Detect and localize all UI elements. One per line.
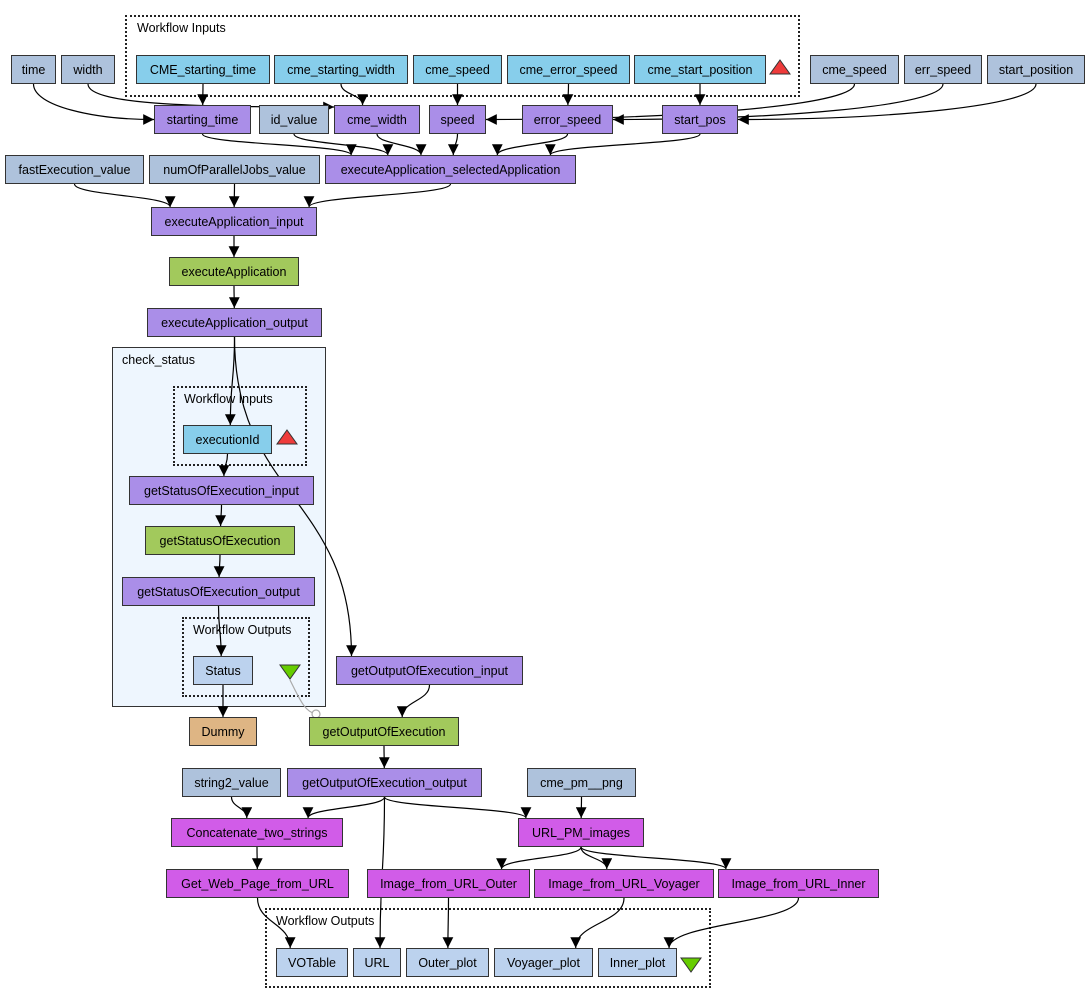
output-triangle-icon (279, 664, 301, 680)
node-get-output-of-execution[interactable]: getOutputOfExecution (309, 717, 459, 746)
node-speed[interactable]: speed (429, 105, 486, 134)
workflow-inputs-label: Workflow Inputs (137, 21, 226, 35)
node-cme-width[interactable]: cme_width (334, 105, 420, 134)
workflow-outputs-label: Workflow Outputs (276, 914, 375, 928)
edge-executeApplication_selectedApplication-to-executeApplication_input (303, 183, 452, 208)
input-triangle-icon (276, 429, 298, 445)
node-start-position[interactable]: start_position (987, 55, 1085, 84)
node-get-web-page-from-url[interactable]: Get_Web_Page_from_URL (166, 869, 349, 898)
node-voyager-plot[interactable]: Voyager_plot (494, 948, 593, 977)
node-get-status-of-execution-output[interactable]: getStatusOfExecution_output (122, 577, 315, 606)
node-cme-speed-input[interactable]: cme_speed (413, 55, 502, 84)
node-error-speed[interactable]: error_speed (522, 105, 613, 134)
edge-getOutputOfExecution_output-to-URL_PM_images (383, 796, 532, 819)
edge-fastExecution_value-to-executeApplication_input (73, 183, 176, 208)
node-image-from-url-inner[interactable]: Image_from_URL_Inner (718, 869, 879, 898)
edge-getOutputOfExecution_output-to-Concatenate_two_strings (302, 796, 386, 819)
node-status[interactable]: Status (193, 656, 253, 685)
node-url-pm-images[interactable]: URL_PM_images (518, 818, 644, 847)
node-get-status-of-execution[interactable]: getStatusOfExecution (145, 526, 295, 555)
node-execute-application-selected-application[interactable]: executeApplication_selectedApplication (325, 155, 576, 184)
node-width[interactable]: width (61, 55, 115, 84)
node-cme-error-speed[interactable]: cme_error_speed (507, 55, 630, 84)
edge-getOutputOfExecution_input-to-getOutputOfExecution (396, 684, 431, 718)
node-start-pos[interactable]: start_pos (662, 105, 738, 134)
node-execute-application[interactable]: executeApplication (169, 257, 299, 286)
node-num-of-parallel-jobs-value[interactable]: numOfParallelJobs_value (149, 155, 320, 184)
check-inputs-label: Workflow Inputs (184, 392, 273, 406)
node-get-status-of-execution-input[interactable]: getStatusOfExecution_input (129, 476, 314, 505)
node-cme-starting-time[interactable]: CME_starting_time (136, 55, 270, 84)
node-cme-starting-width[interactable]: cme_starting_width (274, 55, 408, 84)
edge-URL_PM_images-to-Image_from_URL_Voyager (580, 846, 613, 870)
edge-start_pos-to-executeApplication_selectedApplication (545, 133, 701, 156)
edge-id_value-to-executeApplication_selectedApplication (293, 133, 394, 156)
node-time[interactable]: time (11, 55, 56, 84)
edge-error_speed-to-executeApplication_selectedApplication (491, 133, 569, 156)
edge-URL_PM_images-to-Image_from_URL_Inner (580, 846, 732, 870)
node-starting-time[interactable]: starting_time (154, 105, 251, 134)
output-triangle-icon (680, 957, 702, 973)
node-execute-application-output[interactable]: executeApplication_output (147, 308, 322, 337)
check-outputs-label: Workflow Outputs (193, 623, 292, 637)
node-err-speed[interactable]: err_speed (904, 55, 982, 84)
edge-speed-to-executeApplication_selectedApplication (447, 133, 459, 156)
node-execute-application-input[interactable]: executeApplication_input (151, 207, 317, 236)
input-triangle-icon (769, 59, 791, 75)
node-concatenate-two-strings[interactable]: Concatenate_two_strings (171, 818, 343, 847)
node-string2-value[interactable]: string2_value (182, 768, 281, 797)
node-cme-speed-constant[interactable]: cme_speed (810, 55, 899, 84)
node-get-output-of-execution-input[interactable]: getOutputOfExecution_input (336, 656, 523, 685)
node-fast-execution-value[interactable]: fastExecution_value (5, 155, 144, 184)
edge-starting_time-to-executeApplication_selectedApplication (201, 133, 357, 156)
check-status-label: check_status (122, 353, 195, 367)
node-get-output-of-execution-output[interactable]: getOutputOfExecution_output (287, 768, 482, 797)
node-votable[interactable]: VOTable (276, 948, 348, 977)
node-execution-id[interactable]: executionId (183, 425, 272, 454)
node-inner-plot[interactable]: Inner_plot (598, 948, 677, 977)
node-image-from-url-voyager[interactable]: Image_from_URL_Voyager (534, 869, 714, 898)
node-dummy[interactable]: Dummy (189, 717, 257, 746)
node-outer-plot[interactable]: Outer_plot (406, 948, 489, 977)
edge-cme_width-to-executeApplication_selectedApplication (376, 133, 427, 156)
node-cme-pm-png[interactable]: cme_pm__png (527, 768, 636, 797)
node-url[interactable]: URL (353, 948, 401, 977)
node-cme-start-position[interactable]: cme_start_position (634, 55, 766, 84)
edge-URL_PM_images-to-Image_from_URL_Outer (496, 846, 582, 870)
node-id-value[interactable]: id_value (259, 105, 329, 134)
node-image-from-url-outer[interactable]: Image_from_URL_Outer (367, 869, 530, 898)
edge-string2_value-to-Concatenate_two_strings (230, 796, 253, 819)
